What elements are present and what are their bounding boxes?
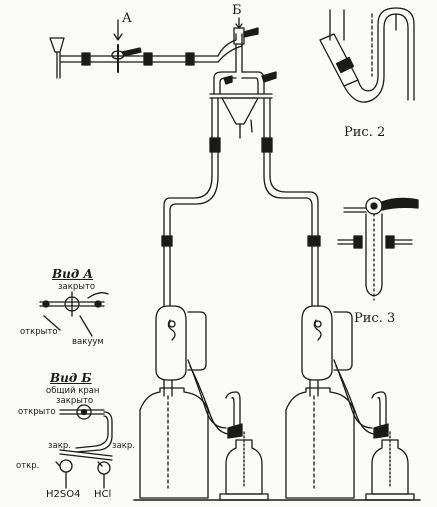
view-b-common-valve: общий кран xyxy=(46,386,100,396)
fig3-stopcock xyxy=(337,197,419,301)
view-a-closed: закрыто xyxy=(58,282,96,292)
view-b-closed: закрыто xyxy=(56,396,94,406)
central-funnel xyxy=(209,71,277,177)
reagent-hcl: HCl xyxy=(94,489,112,500)
view-a-vacuum: вакуум xyxy=(72,337,104,347)
view-b-closed-right: закр. xyxy=(112,441,135,451)
marker-a: А xyxy=(122,11,132,26)
view-b-open: открыто xyxy=(18,407,56,417)
view-b-title: Вид Б xyxy=(50,371,92,385)
fig2-caption: Рис. 2 xyxy=(344,125,386,140)
fig3-caption: Рис. 3 xyxy=(354,311,396,326)
top-manifold xyxy=(49,17,259,79)
marker-b: Б xyxy=(232,3,242,18)
left-branch xyxy=(139,175,269,501)
view-b-manifold xyxy=(55,404,113,489)
view-b-closed-left: закр. xyxy=(48,441,71,451)
view-a-title: Вид А xyxy=(52,267,94,281)
right-branch xyxy=(263,175,415,501)
view-a-open: открыто xyxy=(20,327,58,337)
reagent-h2so4: H2SO4 xyxy=(46,489,81,500)
fig2-trap xyxy=(319,7,415,103)
view-a-stopcock xyxy=(39,291,109,337)
view-b-open-left: откр. xyxy=(16,461,40,471)
